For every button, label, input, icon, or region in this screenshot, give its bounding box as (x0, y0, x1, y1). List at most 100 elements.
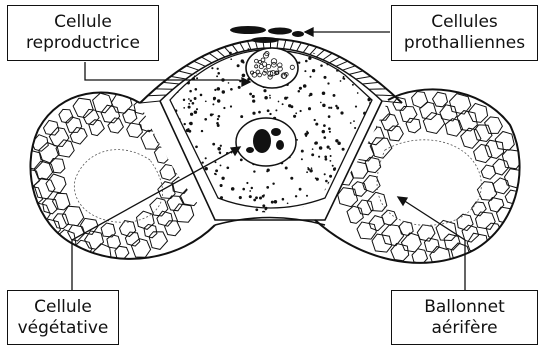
bladder-cell (154, 126, 173, 143)
bladder-cell (180, 186, 200, 206)
cytoplasm-dot (188, 130, 191, 133)
cytoplasm-dot (358, 164, 361, 167)
cytoplasm-dot (299, 87, 302, 90)
cytoplasm-dot (362, 63, 364, 65)
cytoplasm-dot (322, 130, 326, 134)
cytoplasm-dot (295, 195, 297, 197)
cytoplasm-dot (308, 107, 311, 110)
cytoplasm-dot (295, 112, 297, 114)
cytoplasm-dot (368, 148, 370, 150)
cytoplasm-dot (211, 67, 213, 69)
cytoplasm-dot (212, 202, 214, 204)
cytoplasm-dot (172, 156, 174, 158)
cytoplasm-dot (367, 98, 370, 101)
cytoplasm-dot (312, 148, 314, 150)
cytoplasm-dot (318, 156, 320, 158)
cytoplasm-dot (220, 164, 222, 166)
cytoplasm-dot (302, 207, 304, 209)
cytoplasm-dot (269, 113, 271, 115)
cytoplasm-dot (219, 152, 221, 154)
cytoplasm-dot (340, 111, 343, 114)
cytoplasm-dot (185, 179, 188, 182)
exine-hatch-line (194, 61, 206, 66)
cytoplasm-dot (179, 85, 181, 87)
cytoplasm-dot (183, 107, 185, 109)
cytoplasm-dot (221, 177, 224, 180)
cytoplasm-dot (189, 90, 192, 93)
cytoplasm-dot (305, 60, 308, 63)
exine-hatch-line (240, 43, 245, 51)
exine-hatch-line (148, 95, 167, 96)
bladder-cell (481, 165, 495, 179)
bladder-cell (444, 234, 460, 250)
cytoplasm-dot (238, 86, 241, 89)
cytoplasm-dot (255, 196, 258, 199)
bladder-cell (358, 200, 374, 215)
cytoplasm-dot (216, 56, 218, 58)
cytoplasm-dot (168, 105, 170, 107)
cytoplasm-dot (181, 50, 184, 53)
label-prothallial-cells-line2: prothalliennes (404, 33, 525, 54)
cytoplasm-dot (345, 209, 347, 211)
label-reproductive-cell-line1: Cellule (54, 12, 112, 33)
cytoplasm-dot (322, 92, 326, 96)
cytoplasm-dot (274, 200, 278, 204)
reproductive-cell (246, 48, 298, 88)
cytoplasm-dot (199, 47, 202, 50)
bladder-cell (474, 144, 492, 162)
cytoplasm-dot (337, 69, 339, 71)
label-air-bladder-line2: aérifère (431, 318, 497, 339)
cytoplasm-dot (226, 166, 229, 169)
exine-hatch-line (310, 47, 317, 55)
cytoplasm-dot (194, 97, 197, 100)
cytoplasm-dot (212, 113, 214, 115)
cytoplasm-dot (300, 110, 302, 112)
bladder-cell (165, 221, 181, 236)
cytoplasm-dot (213, 98, 215, 100)
bladder-cell (73, 98, 93, 117)
cytoplasm-dot (252, 99, 255, 102)
cytoplasm-dot (323, 136, 326, 139)
cytoplasm-dot (310, 205, 312, 207)
cytoplasm-dot (184, 123, 186, 125)
cytoplasm-dot (372, 199, 374, 201)
cytoplasm-dot (359, 183, 361, 185)
cytoplasm-dot (223, 107, 225, 109)
cytoplasm-dot (241, 210, 243, 212)
cytoplasm-dot (298, 90, 301, 93)
cytoplasm-dot (322, 104, 325, 107)
exine-hatch-line (171, 76, 186, 79)
cytoplasm-dot (198, 203, 201, 206)
cytoplasm-dot (359, 137, 361, 139)
cytoplasm-dot (363, 155, 367, 159)
cytoplasm-dot (335, 139, 338, 142)
cytoplasm-dot (164, 85, 167, 88)
bladder-cell (149, 232, 167, 250)
cytoplasm-dot (187, 81, 190, 84)
bladder-cell (154, 147, 170, 163)
cytoplasm-dot (166, 175, 169, 178)
bladder-cell (68, 225, 85, 241)
cytoplasm-dot (182, 59, 184, 61)
cytoplasm-dot (263, 194, 265, 196)
cytoplasm-dot (196, 77, 198, 79)
cytoplasm-dot (325, 201, 328, 204)
cytoplasm-dot (320, 102, 322, 104)
exine-hatch-line (186, 66, 199, 70)
cytoplasm-dot (306, 195, 308, 197)
cytoplasm-dot (350, 122, 352, 124)
cytoplasm-dot (204, 118, 207, 121)
cytoplasm-dot (329, 148, 331, 150)
bladder-cell (433, 92, 448, 107)
cytoplasm-dot (311, 153, 314, 156)
cytoplasm-dot (218, 115, 221, 118)
exine-hatch-line (247, 41, 251, 50)
bladder-cell (101, 223, 115, 237)
cytoplasm-dot (290, 177, 293, 180)
cytoplasm-dot (313, 51, 316, 54)
bladder-cell (391, 243, 409, 260)
cytoplasm-dot (204, 167, 207, 170)
cytoplasm-dot (193, 199, 195, 201)
cytoplasm-dot (267, 169, 270, 172)
cytoplasm-dot (336, 107, 339, 110)
